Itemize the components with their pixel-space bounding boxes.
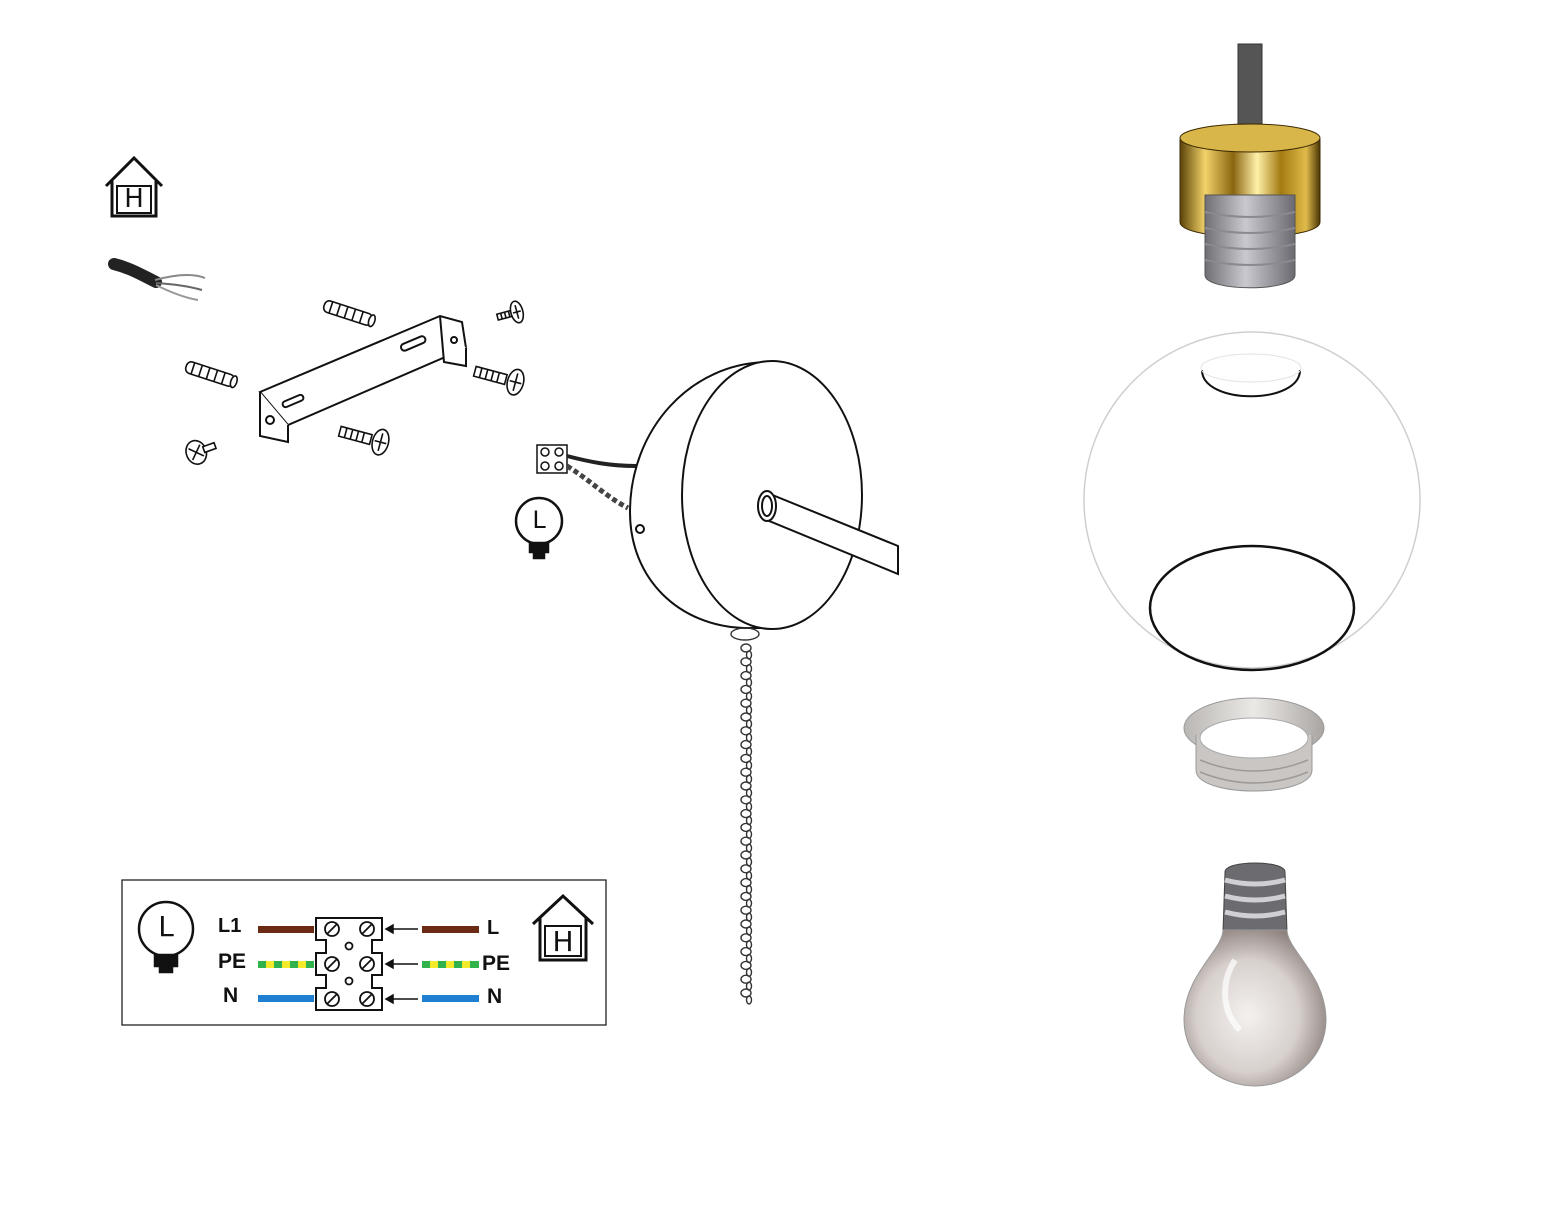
mounting-bracket <box>258 314 468 444</box>
house-icon <box>104 155 164 218</box>
wire-label-pe-house: PE <box>482 952 511 975</box>
wiring-box <box>121 879 607 1026</box>
wire-label-l1: L1 <box>218 915 242 937</box>
lamp-icon <box>514 496 564 560</box>
wire-live-lamp <box>258 926 314 933</box>
house-icon-letter: H <box>124 184 144 214</box>
wire-neutral-lamp <box>258 995 314 1002</box>
wire-label-n-lamp: N <box>223 984 239 1007</box>
wire-neutral-house <box>422 995 479 1002</box>
cable <box>108 258 206 301</box>
arrow <box>384 923 418 1005</box>
house-icon <box>531 893 595 962</box>
wire-live-house <box>422 926 479 933</box>
wire-label-pe-lamp: PE <box>218 950 247 973</box>
wire-label-n-house: N <box>487 985 503 1008</box>
terminal-block <box>536 444 637 511</box>
lamp-icon-letter: L <box>158 910 174 943</box>
house-icon-letter: H <box>552 925 574 958</box>
wire-earth-stripes <box>430 961 470 968</box>
screw <box>185 300 525 465</box>
lamp-holder <box>1179 43 1321 289</box>
arm-tube <box>757 490 899 576</box>
wire-label-l-house: L <box>487 917 500 939</box>
connector-block <box>315 917 383 1011</box>
pull-chain <box>730 627 760 1005</box>
shade-ring <box>1183 697 1325 792</box>
light-bulb <box>1183 862 1327 1087</box>
glass-globe <box>1083 331 1421 672</box>
wire-earth-stripes <box>266 961 306 968</box>
canopy <box>628 360 863 630</box>
wall-plug <box>184 300 376 389</box>
lamp-icon <box>137 900 195 974</box>
lamp-icon-letter: L <box>532 506 546 534</box>
